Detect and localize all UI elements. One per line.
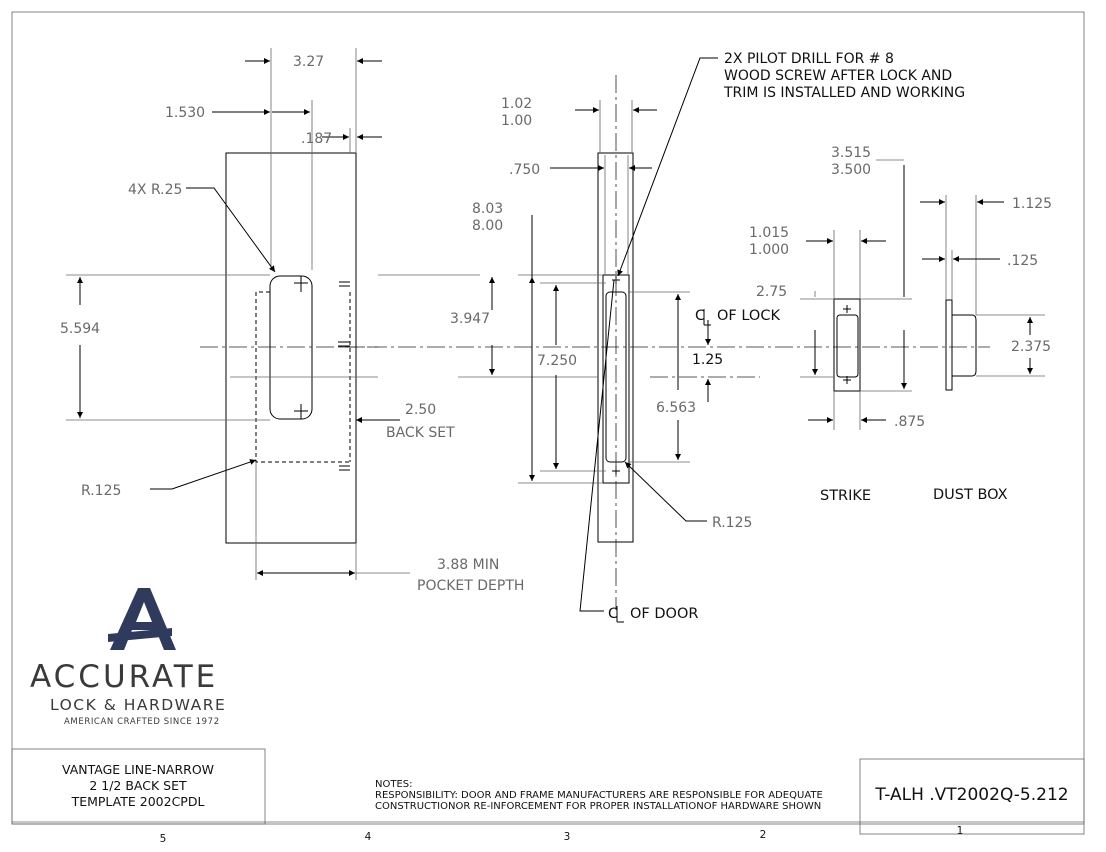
zone-2: 2 <box>760 829 767 841</box>
dim-r125-center: R.125 <box>712 515 752 531</box>
dim-6-563: 6.563 <box>656 400 696 416</box>
zone-markers: 5 4 3 2 1 <box>160 825 964 845</box>
dust-box-label: DUST BOX <box>933 487 1008 503</box>
dim-1-125: 1.125 <box>1012 196 1052 212</box>
dim-0-125: .125 <box>1007 253 1038 269</box>
dim-pocket-value: 3.88 MIN <box>437 557 499 573</box>
dim-backset-value: 2.50 <box>405 402 436 418</box>
dim-3-500: 3.500 <box>831 162 871 178</box>
dust-box-view <box>920 195 1045 391</box>
strike-opening <box>836 314 859 378</box>
dim-1-02: 1.02 <box>501 96 532 112</box>
pilot-drill-note-3: TRIM IS INSTALLED AND WORKING <box>723 85 965 101</box>
cl-of-lock-label: OF LOCK <box>717 308 780 324</box>
dim-8-03: 8.03 <box>472 201 503 217</box>
title-block: VANTAGE LINE-NARROW 2 1/2 BACK SET TEMPL… <box>11 748 1085 835</box>
strike-plate <box>833 298 861 392</box>
dim-4x-r25: 4X R.25 <box>128 182 182 198</box>
dim-3-515: 3.515 <box>831 145 871 161</box>
dust-box-flange <box>945 299 953 391</box>
sheet-border <box>11 11 1085 825</box>
door-edge-strip <box>597 152 634 543</box>
svg-text:C: C <box>608 606 618 622</box>
title-line-3: TEMPLATE 2002CPDL <box>71 794 205 809</box>
strike-view <box>800 159 912 430</box>
dim-0-187: .187 <box>301 131 332 147</box>
dim-1-000: 1.000 <box>749 242 789 258</box>
faceplate-view <box>340 57 990 612</box>
zone-1: 1 <box>957 825 964 837</box>
notes-line-1: RESPONSIBILITY: DOOR AND FRAME MANUFACTU… <box>375 790 823 801</box>
pocket-view <box>66 48 410 580</box>
dim-8-00: 8.00 <box>472 218 503 234</box>
dim-7-250: 7.250 <box>537 353 577 369</box>
dim-2-75: 2.75 <box>756 284 787 300</box>
dim-3-947: 3.947 <box>450 311 490 327</box>
dim-2-375: 2.375 <box>1011 339 1051 355</box>
dim-5-594: 5.594 <box>60 321 100 337</box>
title-line-2: 2 1/2 BACK SET <box>89 778 187 793</box>
bolt-slot <box>269 275 313 420</box>
door-edge-outline <box>225 152 357 544</box>
dim-1-00: 1.00 <box>501 113 532 129</box>
notes-heading: NOTES: <box>375 779 413 790</box>
accurate-logo: ACCURATE LOCK & HARDWARE AMERICAN CRAFTE… <box>30 588 226 727</box>
part-number: T-ALH .VT2002Q-5.212 <box>874 785 1068 805</box>
pilot-drill-note-1: 2X PILOT DRILL FOR # 8 <box>724 51 894 67</box>
svg-text:C: C <box>695 308 705 324</box>
brand-name: ACCURATE <box>30 659 218 695</box>
centerline-symbol-lock: C <box>695 308 711 326</box>
dim-backset-label: BACK SET <box>386 425 455 441</box>
dim-0-750: .750 <box>509 162 540 178</box>
dim-1-015: 1.015 <box>749 225 789 241</box>
dim-0-875: .875 <box>894 414 925 430</box>
dust-box-body <box>952 314 977 377</box>
dim-1-530: 1.530 <box>165 105 205 121</box>
dim-pocket-label: POCKET DEPTH <box>417 578 524 594</box>
zone-5: 5 <box>160 833 167 845</box>
brand-line2: LOCK & HARDWARE <box>50 696 226 714</box>
dim-3-27: 3.27 <box>293 54 324 70</box>
title-line-1: VANTAGE LINE-NARROW <box>62 762 214 777</box>
dim-1-25: 1.25 <box>692 352 723 368</box>
zone-3: 3 <box>564 831 571 843</box>
strike-label: STRIKE <box>820 488 871 504</box>
dim-r125-left: R.125 <box>81 483 121 499</box>
zone-4: 4 <box>365 831 372 843</box>
brand-tagline: AMERICAN CRAFTED SINCE 1972 <box>64 717 220 727</box>
pilot-drill-note-2: WOOD SCREW AFTER LOCK AND <box>724 68 952 84</box>
centerline-symbol-door: C <box>608 606 624 623</box>
cl-of-door-label: OF DOOR <box>630 606 698 622</box>
notes-line-2: CONSTRUCTIONOR RE-INFORCEMENT FOR PROPER… <box>375 801 821 812</box>
